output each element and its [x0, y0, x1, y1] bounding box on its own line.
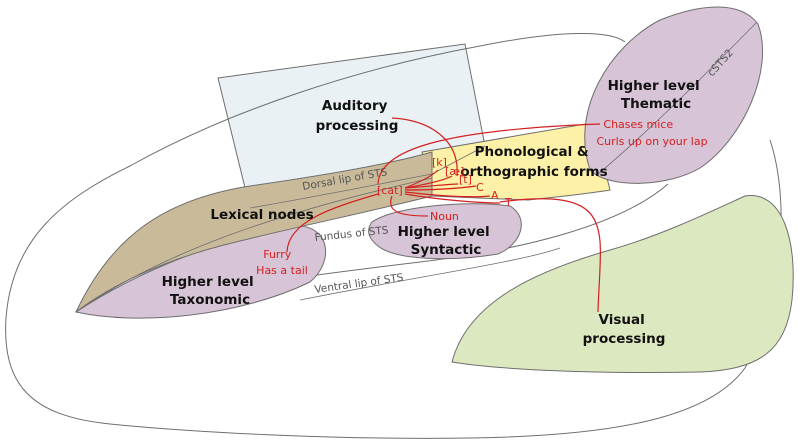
phoneme-k: [k] — [432, 156, 447, 169]
brain-outline — [5, 32, 782, 439]
label-visual: Visual processing — [583, 312, 666, 347]
link-thematic — [377, 123, 601, 185]
link-auditory — [391, 117, 458, 177]
taxonomic-feature-2: Has a tail — [256, 264, 308, 277]
connection-lines — [286, 117, 602, 313]
letter-a: A — [491, 189, 499, 202]
label-taxonomic-line1: Higher level — [162, 274, 254, 290]
label-taxonomic: Higher level Taxonomic — [162, 274, 259, 308]
thematic-region — [584, 6, 763, 184]
link-visual — [499, 198, 602, 313]
label-syntactic-line2: Syntactic — [411, 242, 482, 258]
letter-c: C — [476, 181, 484, 194]
link-letter-t — [404, 193, 501, 204]
link-letter-c — [404, 185, 477, 191]
label-auditory-line1: Auditory — [322, 98, 388, 114]
label-auditory-line2: processing — [316, 118, 399, 134]
label-phonological-line1: Phonological & — [475, 144, 589, 160]
label-thematic-line1: Higher level — [608, 78, 700, 94]
thematic-feature-2: Curls up on your lap — [596, 135, 707, 148]
ventral-lip-line — [299, 247, 561, 301]
label-taxonomic-line2: Taxonomic — [170, 292, 250, 308]
syntactic-feature-noun: Noun — [430, 210, 459, 223]
link-taxonomic — [286, 193, 379, 253]
label-phonological: Phonological & orthographic forms — [460, 144, 607, 180]
label-thematic: Higher level Thematic — [608, 78, 705, 112]
thematic-feature-1: Chases mice — [603, 118, 673, 131]
thematic-features: Chases mice Curls up on your lap — [596, 118, 707, 148]
label-visual-line2: processing — [583, 331, 666, 347]
taxonomic-feature-1: Furry — [263, 248, 292, 261]
dorsal-lip-line — [249, 145, 486, 209]
visual-region — [451, 195, 794, 374]
label-visual-line1: Visual — [599, 312, 645, 328]
label-thematic-line2: Thematic — [621, 96, 691, 112]
word-node: [cat] — [377, 184, 403, 197]
thematic-sulcus-line — [596, 21, 758, 176]
label-ventral-lip: Ventral lip of STS — [314, 272, 405, 296]
link-phoneme-t — [404, 183, 459, 189]
label-syntactic-line1: Higher level — [398, 224, 490, 240]
link-noun — [390, 195, 429, 217]
link-letter-a — [404, 191, 491, 198]
label-auditory: Auditory processing — [316, 98, 399, 134]
phoneme-t: [t] — [459, 173, 472, 186]
lexical-midline — [75, 177, 433, 313]
syntactic-region — [368, 203, 522, 260]
link-phoneme-k — [404, 169, 439, 189]
label-phonological-line2: orthographic forms — [460, 164, 607, 180]
taxonomic-features: Furry Has a tail — [256, 248, 308, 277]
lexical-region — [75, 151, 433, 313]
letter-t: T — [504, 196, 512, 209]
taxonomic-region — [74, 225, 326, 319]
phoneme-ae: [æ] — [445, 165, 464, 178]
label-lexical: Lexical nodes — [210, 207, 313, 223]
label-syntactic: Higher level Syntactic — [398, 224, 495, 258]
